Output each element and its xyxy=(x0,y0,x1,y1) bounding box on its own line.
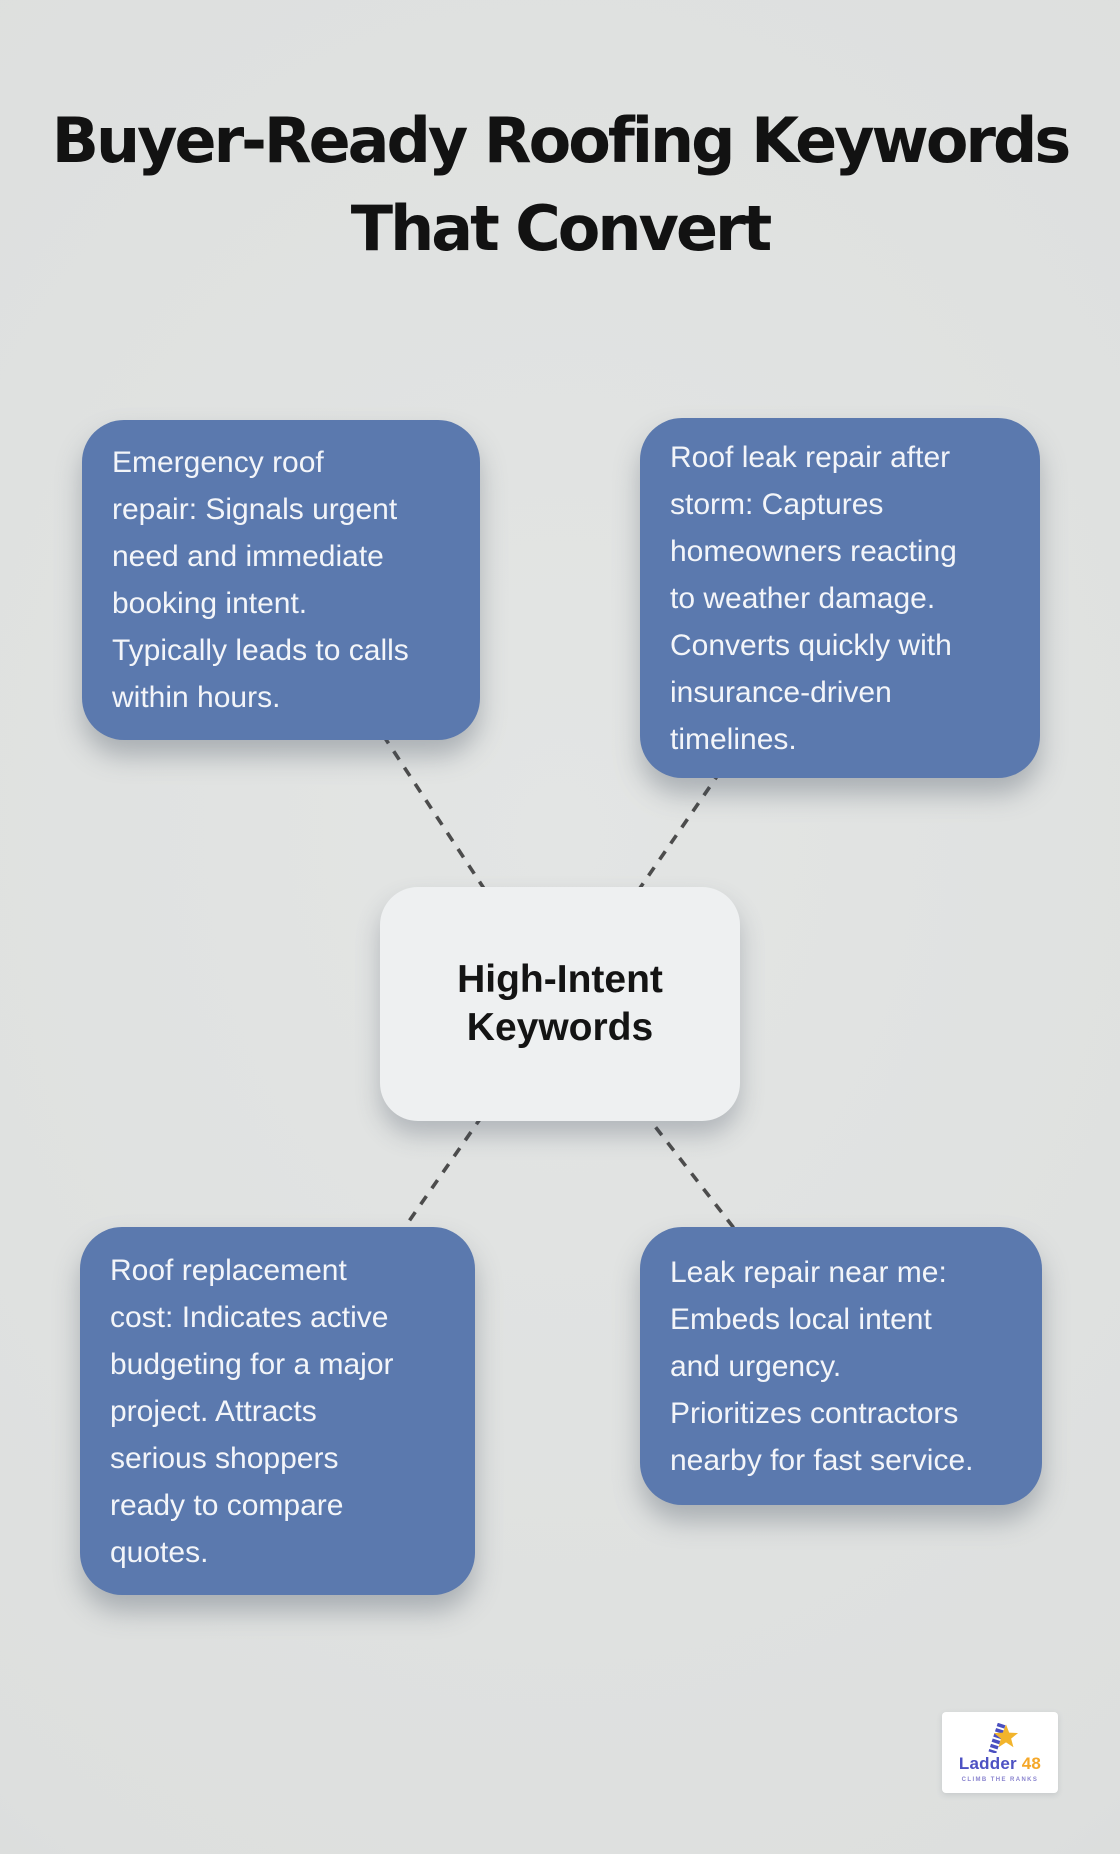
logo-name: Ladder xyxy=(958,1753,1017,1773)
center-node-label: High-Intent Keywords xyxy=(457,958,663,1049)
page-title: Buyer-Ready Roofing Keywords That Conver… xyxy=(0,97,1120,273)
card-text: Roof replacement cost: Indicates active … xyxy=(110,1253,394,1569)
title-line-2: That Convert xyxy=(350,192,772,265)
card-text: Emergency roof repair: Signals urgent ne… xyxy=(112,446,409,714)
logo-wordmark: Ladder 48 xyxy=(958,1753,1042,1773)
title-line-1: Buyer-Ready Roofing Keywords xyxy=(51,104,1072,177)
ladder48-logo-card: Ladder 48 CLIMB THE RANKS xyxy=(942,1712,1058,1793)
keyword-card-leak-repair-near-me: Leak repair near me: Embeds local intent… xyxy=(640,1227,1042,1505)
card-text: Roof leak repair after storm: Captures h… xyxy=(670,440,957,756)
keyword-card-emergency-roof-repair: Emergency roof repair: Signals urgent ne… xyxy=(82,420,480,740)
keyword-card-roof-replacement-cost: Roof replacement cost: Indicates active … xyxy=(80,1227,475,1595)
logo-number: 48 xyxy=(1021,1753,1042,1773)
keyword-card-roof-leak-repair-after-storm: Roof leak repair after storm: Captures h… xyxy=(640,418,1040,778)
ladder-star-icon xyxy=(988,1722,1019,1753)
card-text: Leak repair near me: Embeds local intent… xyxy=(670,1255,974,1477)
center-node-high-intent-keywords: High-Intent Keywords xyxy=(380,887,740,1121)
logo-tagline: CLIMB THE RANKS xyxy=(961,1776,1039,1783)
